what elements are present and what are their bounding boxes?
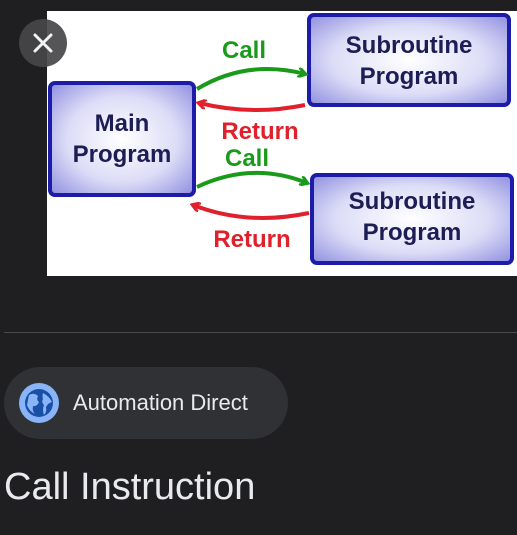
result-title[interactable]: Call Instruction (4, 466, 256, 508)
return-arrow-top (199, 103, 306, 113)
call-arrow-bottom (196, 170, 307, 189)
return-arrow-bottom (193, 205, 310, 220)
result-image[interactable]: Main Program Subroutine Program Subrouti… (47, 11, 517, 276)
divider (4, 332, 517, 333)
subroutine-bottom-line1: Subroutine (349, 188, 476, 215)
main-program-box: Main Program (48, 81, 196, 197)
call-label-top: Call (222, 37, 266, 64)
call-arrow-top (195, 67, 305, 91)
source-name: Automation Direct (73, 390, 248, 415)
return-label-bottom: Return (213, 226, 290, 253)
source-chip[interactable]: Automation Direct (4, 367, 288, 439)
subroutine-bottom-line2: Program (363, 219, 462, 246)
subroutine-top-line2: Program (360, 63, 459, 90)
call-label-bottom: Call (225, 145, 269, 172)
main-program-line2: Program (73, 141, 172, 168)
subroutine-box-top: Subroutine Program (307, 13, 511, 107)
globe-icon (19, 383, 59, 423)
close-icon (33, 33, 53, 53)
close-button[interactable] (19, 19, 67, 67)
main-program-line1: Main (95, 110, 150, 137)
subroutine-box-bottom: Subroutine Program (310, 173, 514, 265)
return-label-top: Return (221, 118, 298, 145)
subroutine-top-line1: Subroutine (346, 32, 473, 59)
